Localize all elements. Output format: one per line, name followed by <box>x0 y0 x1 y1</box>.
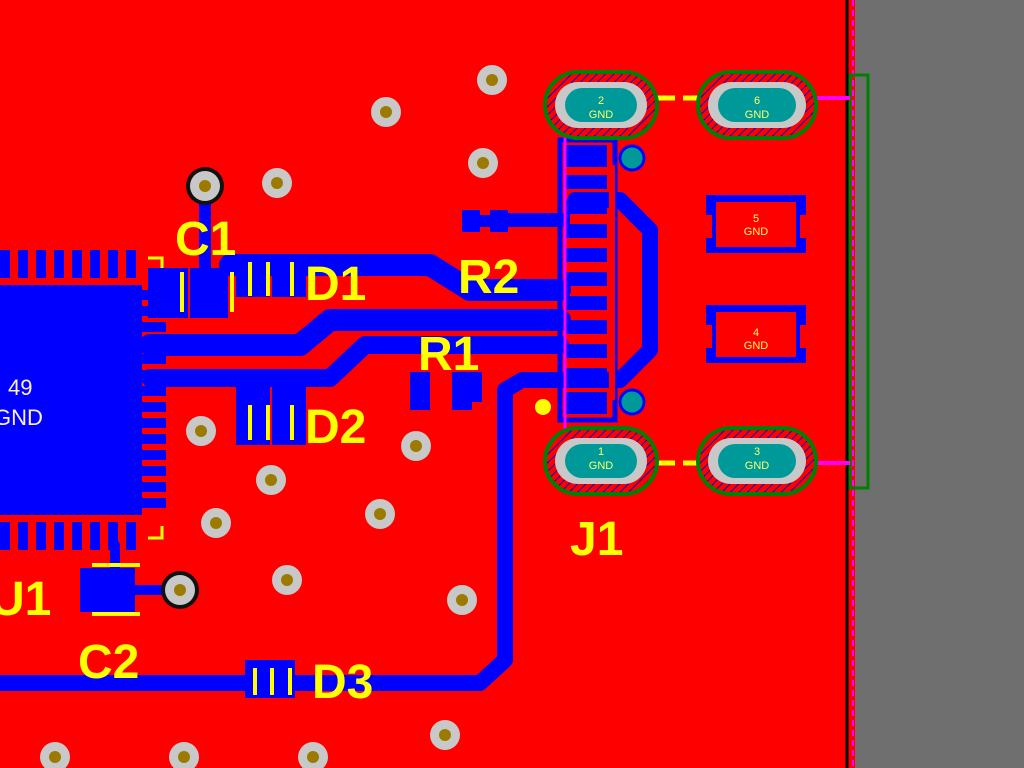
via[interactable] <box>468 148 498 178</box>
d3-designator: D3 <box>312 656 373 709</box>
via[interactable] <box>161 571 199 609</box>
j1-pad-1-number: 1 <box>598 446 604 458</box>
u1-bottom-pads[interactable] <box>0 522 136 550</box>
j1-footprint[interactable]: 2 GND 6 GND 5 GND 4 GND <box>535 70 850 566</box>
u1-pad-net: GND <box>0 405 43 430</box>
via[interactable] <box>40 742 70 768</box>
j1-pad-3-number: 3 <box>754 446 760 458</box>
j1-designator: J1 <box>570 513 623 566</box>
c2-pads[interactable] <box>80 568 135 612</box>
j1-locating-hole-top <box>618 144 646 172</box>
d2-designator: D2 <box>305 401 366 454</box>
r2-designator: R2 <box>458 251 519 304</box>
u1-silk-corners <box>148 256 164 540</box>
c2-footprint[interactable]: C2 <box>78 563 140 689</box>
j1-pad-4-net: GND <box>744 340 769 352</box>
trace-r2-net <box>219 254 571 301</box>
via[interactable] <box>430 720 460 750</box>
via[interactable] <box>201 508 231 538</box>
j1-shield-pad-6[interactable]: 6 GND <box>696 70 818 140</box>
j1-pad-5-net: GND <box>744 226 769 238</box>
d1-footprint[interactable]: D1 <box>236 255 366 311</box>
j1-pad-1-net: GND <box>589 460 614 472</box>
r1-pad-1[interactable] <box>410 372 430 410</box>
j1-pad-6-number: 6 <box>754 95 760 107</box>
via[interactable] <box>447 585 477 615</box>
j1-pad-5-number: 5 <box>753 213 759 225</box>
c1-designator: C1 <box>175 213 236 266</box>
via[interactable] <box>186 416 216 446</box>
via[interactable] <box>186 167 224 205</box>
j1-pad-6-net: GND <box>745 109 770 121</box>
u1-body-edge <box>130 285 142 515</box>
u1-footprint[interactable]: 49 GND U1 <box>0 250 166 626</box>
j1-signal-pads[interactable] <box>565 145 607 414</box>
r1-pad-2[interactable] <box>452 372 472 410</box>
d2-pad-2[interactable] <box>272 385 306 445</box>
j1-pin1-marker <box>535 399 551 415</box>
via[interactable] <box>298 742 328 768</box>
j1-pad-4-number: 4 <box>753 327 759 339</box>
d2-pad-1[interactable] <box>236 385 270 445</box>
connector-mechanical-outline <box>848 73 870 490</box>
board-outside-area <box>855 0 1024 768</box>
via[interactable] <box>272 565 302 595</box>
j1-locating-hole-bottom <box>618 388 646 416</box>
d3-footprint[interactable]: D3 <box>245 656 373 709</box>
u1-exposed-pad[interactable] <box>0 285 130 515</box>
vias[interactable] <box>40 65 507 768</box>
u1-designator: U1 <box>0 573 51 626</box>
d2-footprint[interactable]: D2 <box>236 385 366 454</box>
c1-footprint[interactable]: C1 <box>148 186 236 318</box>
j1-pad-4[interactable]: 4 GND <box>706 305 806 363</box>
via[interactable] <box>477 65 507 95</box>
j1-pad-3-net: GND <box>745 460 770 472</box>
u1-top-pads[interactable] <box>0 250 136 278</box>
c2-designator: C2 <box>78 636 139 689</box>
u1-pad-number: 49 <box>8 375 32 400</box>
d1-pad-2[interactable] <box>272 255 306 297</box>
via[interactable] <box>365 499 395 529</box>
via[interactable] <box>401 431 431 461</box>
j1-shield-pad-3[interactable]: 3 GND <box>696 426 818 496</box>
c1-pad-2[interactable] <box>190 268 228 318</box>
j1-pad-2-net: GND <box>589 109 614 121</box>
r1-designator: R1 <box>418 328 479 381</box>
j1-pad-5[interactable]: 5 GND <box>706 195 806 253</box>
via[interactable] <box>371 97 401 127</box>
d1-designator: D1 <box>305 258 366 311</box>
r1-footprint[interactable]: R1 <box>410 328 482 410</box>
j1-pad-2-number: 2 <box>598 95 604 107</box>
via[interactable] <box>256 465 286 495</box>
j1-shield-pad-2[interactable]: 2 GND <box>543 70 659 140</box>
j1-shield-pad-1[interactable]: 1 GND <box>543 426 659 496</box>
u1-right-pads[interactable] <box>142 290 166 508</box>
trace-d2-net <box>141 336 569 387</box>
via[interactable] <box>169 742 199 768</box>
trace-d1-net <box>139 309 571 356</box>
via[interactable] <box>262 168 292 198</box>
d1-pad-1[interactable] <box>236 255 270 297</box>
